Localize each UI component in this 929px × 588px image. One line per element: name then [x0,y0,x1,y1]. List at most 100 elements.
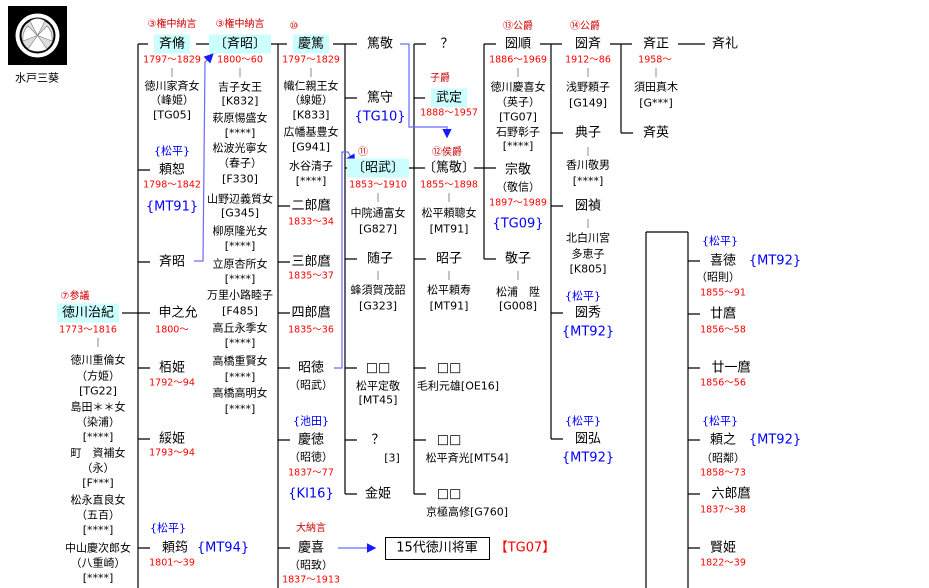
spouse-connector [377,271,379,280]
person-name: 斉脩 [153,34,191,54]
spouse-connector [310,68,312,77]
code-label: {MT91} [145,199,199,215]
years: 1897～1989 [489,197,547,209]
spouse-entry: 須田真木 [634,80,678,94]
person-name: 斉礼 [711,36,739,52]
person-name: 〔斉昭〕 [208,34,272,54]
spouse-connector [655,68,657,77]
years: 1822～39 [700,557,746,569]
person-name: 宗敬 [504,162,532,178]
person-name: □□ [436,432,462,448]
crest-caption: 水戸三葵 [15,71,59,85]
years: 1798～1842 [143,179,201,191]
code-label: {MT94} [196,540,250,556]
person-name: 敬子 [504,251,532,267]
spouse-entry: 中院通富女 [350,206,406,220]
spouse-entry: 香川敬男 [566,158,610,172]
spouse-connector [587,68,589,77]
note: [3] [384,451,400,465]
rank-label: ⑫侯爵 [432,147,462,158]
spouse-entry: [****] [82,430,114,444]
spouse-entry: [****] [82,523,114,537]
person-name: 二郎麿 [291,198,331,214]
years: 1793～94 [149,447,195,459]
person-name: 武定 [430,88,468,108]
person-name: 金姫 [364,486,392,502]
rank-label: 大納言 [296,523,326,534]
spouse-entry: 柳原隆光女 [212,224,268,238]
rank-label: ⑬公爵 [503,21,533,32]
spouse-entry: [****] [502,139,534,153]
person-name: □□ [436,486,462,502]
code-label: {MT92} [561,450,615,466]
years: 1888～1957 [420,107,478,119]
person-name: 昭子 [435,251,463,267]
spouse-entry: （英子） [496,95,540,109]
rank-label: ⑪ [358,147,368,158]
spouse-entry: [****] [224,272,256,286]
person-name: ？ [371,432,385,448]
spouse-entry: 高丘永季女 [212,321,268,335]
code-label: {TG10} [354,109,406,125]
spouse-connector [448,271,450,280]
alt-name: （昭徳） [289,450,333,464]
person-name: 慶篤 [292,34,330,54]
person-name: 斉昭 [158,254,186,270]
spouse-entry: 京極高修[G760] [425,505,509,519]
years: 1855～1898 [420,179,478,191]
spouse-connector [97,338,99,347]
person-name: 徳川治紀 [56,303,120,323]
years: 1856～58 [700,324,746,336]
spouse-entry: [G***] [639,96,673,110]
alt-name: （昭武） [289,378,333,392]
clan-label: {松平} [150,521,186,535]
rank-label: ③権中納言 [215,19,265,30]
person-name: 典子 [574,125,602,141]
person-name: 栢姫 [158,360,186,376]
spouse-entry: 水谷清子 [289,159,333,173]
person-name: 〔昭武〕 [346,158,410,178]
person-name: 綏姫 [158,431,186,447]
spouse-entry: 山野辺義質女 [207,192,273,206]
years: 1797～1829 [282,54,340,66]
spouse-entry: 松平斉光[MT54] [425,451,509,465]
spouse-entry: （染浦） [76,415,120,429]
person-name: 昭徳 [297,360,325,376]
years: 1801～39 [149,557,195,569]
spouse-entry: （五百） [76,508,120,522]
spouse-connector [517,271,519,280]
spouse-entry: [****] [224,402,256,416]
years: 1858～73 [700,467,746,479]
person-name: 篤敬 [366,36,394,52]
person-name: 斉正 [642,36,670,52]
spouse-entry: [K805] [569,262,607,276]
shogun-label: 15代徳川将軍 [396,540,478,556]
spouse-entry: 蜂須賀茂韶 [350,283,406,297]
spouse-entry: 浅野頼子 [566,80,610,94]
code-label: {MT92} [561,324,615,340]
person-name: 圀斉 [574,36,602,52]
spouse-entry: [G941] [291,140,331,154]
spouse-entry: [MT91] [429,299,469,313]
person-name: 圀禎 [574,198,602,214]
alt-name: （昭則） [696,270,740,284]
spouse-connector [448,193,450,202]
years: 1886～1969 [489,54,547,66]
spouse-entry: （線姫） [289,93,333,107]
spouse-entry: 吉子女王 [218,80,262,94]
code-label: {MT92} [748,432,802,448]
alt-name: （敬信） [496,180,540,194]
spouse-entry: [G323] [358,299,398,313]
years: 1912～86 [565,54,611,66]
person-name: 篤守 [366,90,394,106]
spouse-entry: [TG22] [79,384,117,398]
clan-label: {松平} [154,144,190,158]
spouse-entry: [G008] [498,299,538,313]
person-name: 慶徳 [297,432,325,448]
spouse-connector [517,68,519,77]
person-name: ？ [440,36,454,52]
rank-label: ⑩ [289,21,299,32]
alt-name: （昭致） [289,558,333,572]
person-name: 賢姫 [709,540,737,556]
person-name: 廿一麿 [711,360,751,376]
